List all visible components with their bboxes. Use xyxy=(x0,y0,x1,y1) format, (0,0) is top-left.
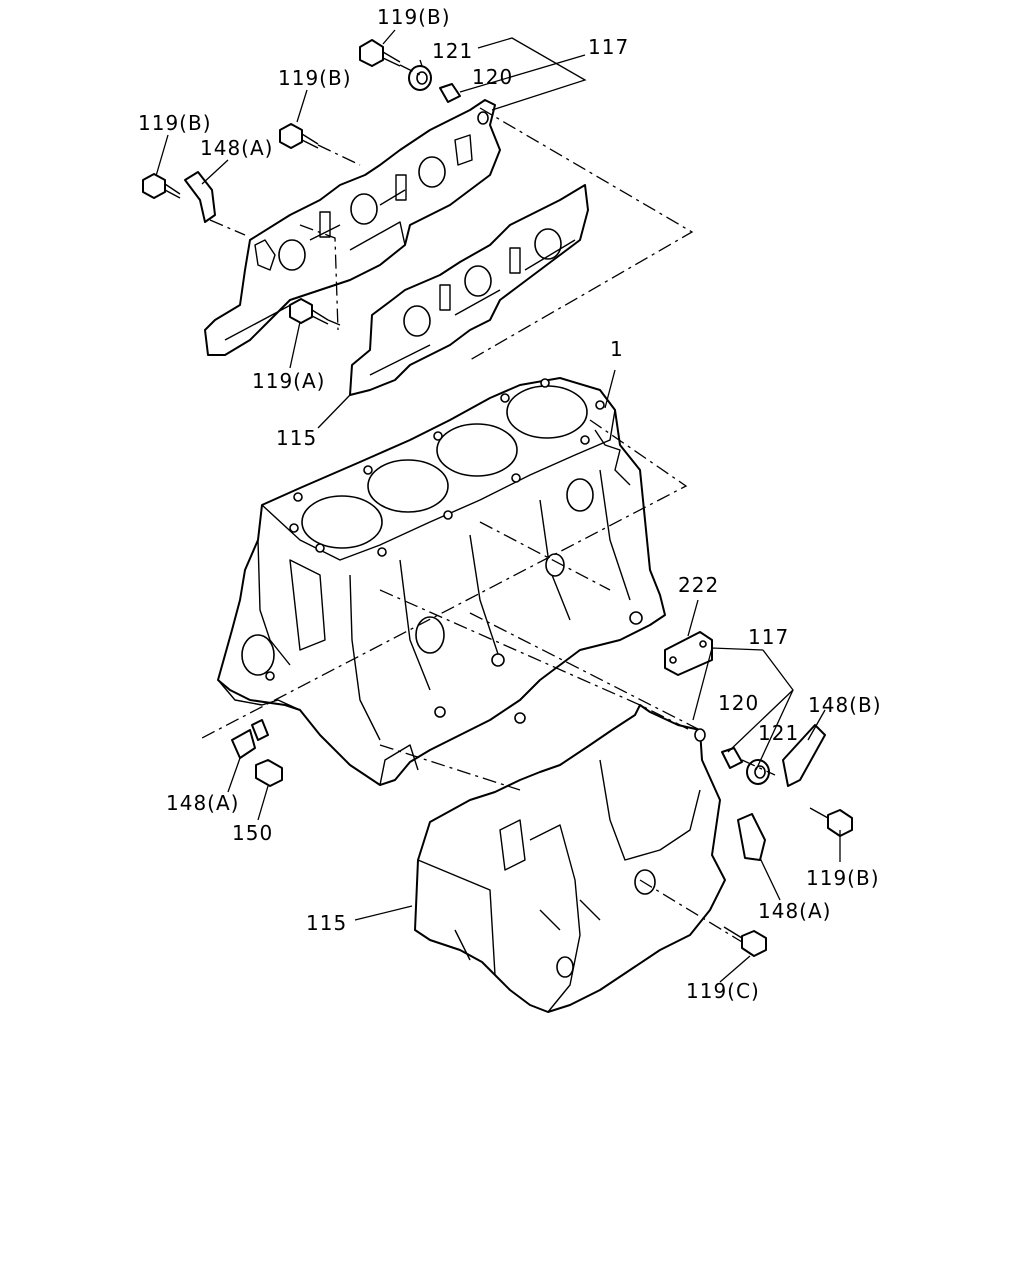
clip-148b xyxy=(782,724,826,787)
label-119b-right: 119(B) xyxy=(806,866,880,890)
clip-148a-left xyxy=(231,719,269,759)
label-150: 150 xyxy=(232,821,273,845)
label-121-upper: 121 xyxy=(432,39,473,63)
bushing-121-upper xyxy=(408,65,432,91)
callout-labels: 119(B) 121 117 120 119(B) 119(B) 148(A) … xyxy=(138,5,882,1003)
label-117-upper: 117 xyxy=(588,35,629,59)
bolt-119b-right xyxy=(809,807,853,837)
label-121-lower: 121 xyxy=(758,721,799,745)
upper-heat-shield-front xyxy=(349,184,589,396)
bolt-150 xyxy=(255,759,283,787)
bracket-222 xyxy=(664,631,713,676)
label-148a-upper: 148(A) xyxy=(200,136,273,160)
cylinder-block xyxy=(217,377,666,786)
bolt-119b-mid xyxy=(279,123,319,149)
label-119b-top: 119(B) xyxy=(377,5,451,29)
leader-lines xyxy=(155,29,841,983)
clip-148a-lower xyxy=(737,813,766,861)
bolt-119c xyxy=(723,926,767,957)
label-115-upper: 115 xyxy=(276,426,317,450)
label-1: 1 xyxy=(610,337,624,361)
bolt-119b-left xyxy=(142,173,181,199)
bolt-119b-top xyxy=(359,39,401,67)
centre-lines xyxy=(201,64,776,943)
sleeve-120-upper xyxy=(439,83,461,103)
label-119a: 119(A) xyxy=(252,369,325,393)
label-148b: 148(B) xyxy=(808,693,882,717)
sleeve-120-lower xyxy=(721,747,743,769)
label-148a-lower: 148(A) xyxy=(758,899,831,923)
label-119b-left: 119(B) xyxy=(138,111,212,135)
bolt-119a xyxy=(289,298,329,325)
upper-heat-shield-rear xyxy=(204,99,501,356)
label-115-lower: 115 xyxy=(306,911,347,935)
label-119c: 119(C) xyxy=(686,979,760,1003)
label-120-upper: 120 xyxy=(472,65,513,89)
label-222: 222 xyxy=(678,573,719,597)
lower-heat-shield xyxy=(414,704,726,1013)
label-119b-mid: 119(B) xyxy=(278,66,352,90)
label-148a-left: 148(A) xyxy=(166,791,239,815)
label-120-lower: 120 xyxy=(718,691,759,715)
clip-148a-upper xyxy=(184,171,216,223)
label-117-lower: 117 xyxy=(748,625,789,649)
